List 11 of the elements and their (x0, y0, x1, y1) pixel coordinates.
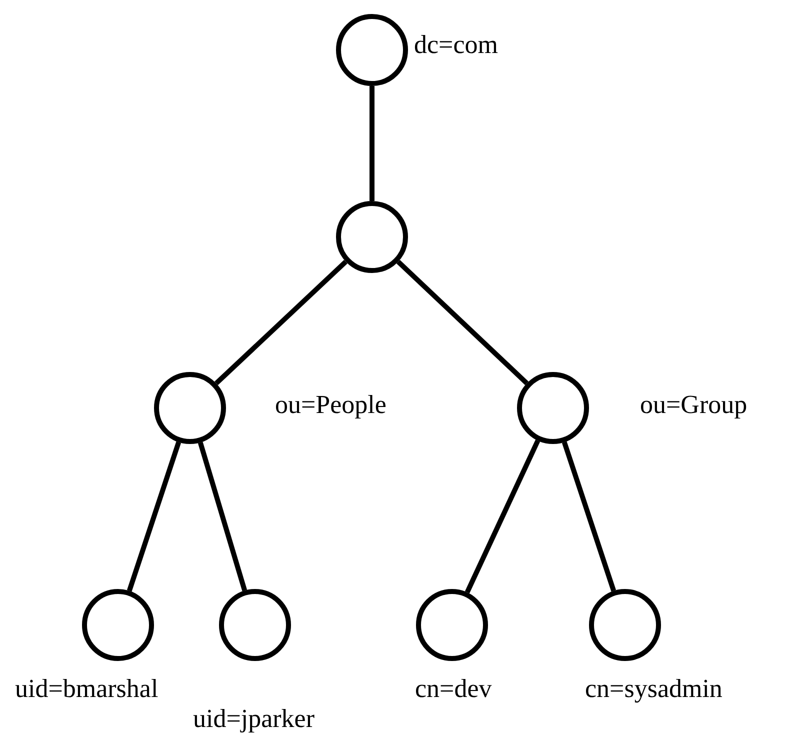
node-label: uid=jparker (193, 706, 315, 732)
node-label: ou=Group (640, 392, 748, 418)
node-label: cn=sysadmin (585, 676, 722, 702)
node-label: dc=com (414, 32, 498, 58)
connector-line (198, 442, 248, 592)
node-label: uid=bmarshal (15, 676, 158, 702)
connector-line (214, 260, 348, 386)
connector-line (370, 86, 374, 201)
node-label: ou=People (275, 392, 386, 418)
connector-line (396, 260, 529, 386)
node-label: cn=dev (415, 676, 492, 702)
